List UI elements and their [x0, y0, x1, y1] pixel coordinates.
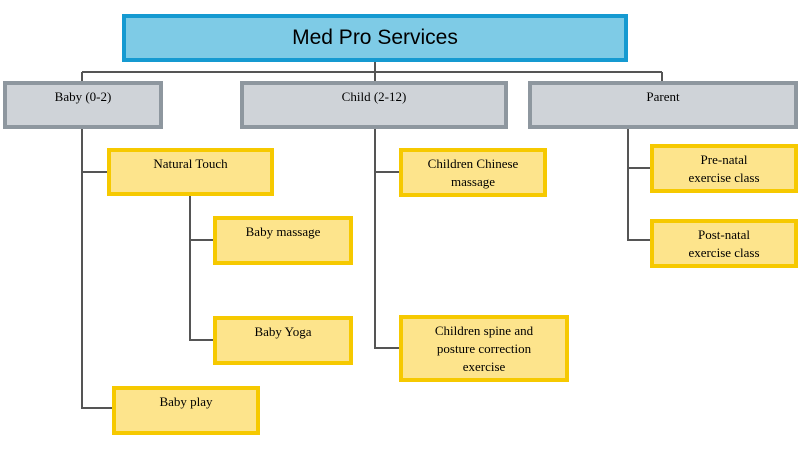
node-natural-touch: Natural Touch — [107, 148, 274, 196]
root-node-title: Med Pro Services — [122, 14, 628, 62]
node-baby-massage: Baby massage — [213, 216, 353, 265]
node-post-natal: Post-natal exercise class — [650, 219, 798, 268]
node-pre-natal: Pre-natal exercise class — [650, 144, 798, 193]
node-baby-play: Baby play — [112, 386, 260, 435]
node-children-spine-posture: Children spine and posture correction ex… — [399, 315, 569, 382]
node-children-chinese-massage: Children Chinese massage — [399, 148, 547, 197]
node-baby-yoga: Baby Yoga — [213, 316, 353, 365]
category-parent: Parent — [528, 81, 798, 129]
category-child: Child (2-12) — [240, 81, 508, 129]
category-baby: Baby (0-2) — [3, 81, 163, 129]
